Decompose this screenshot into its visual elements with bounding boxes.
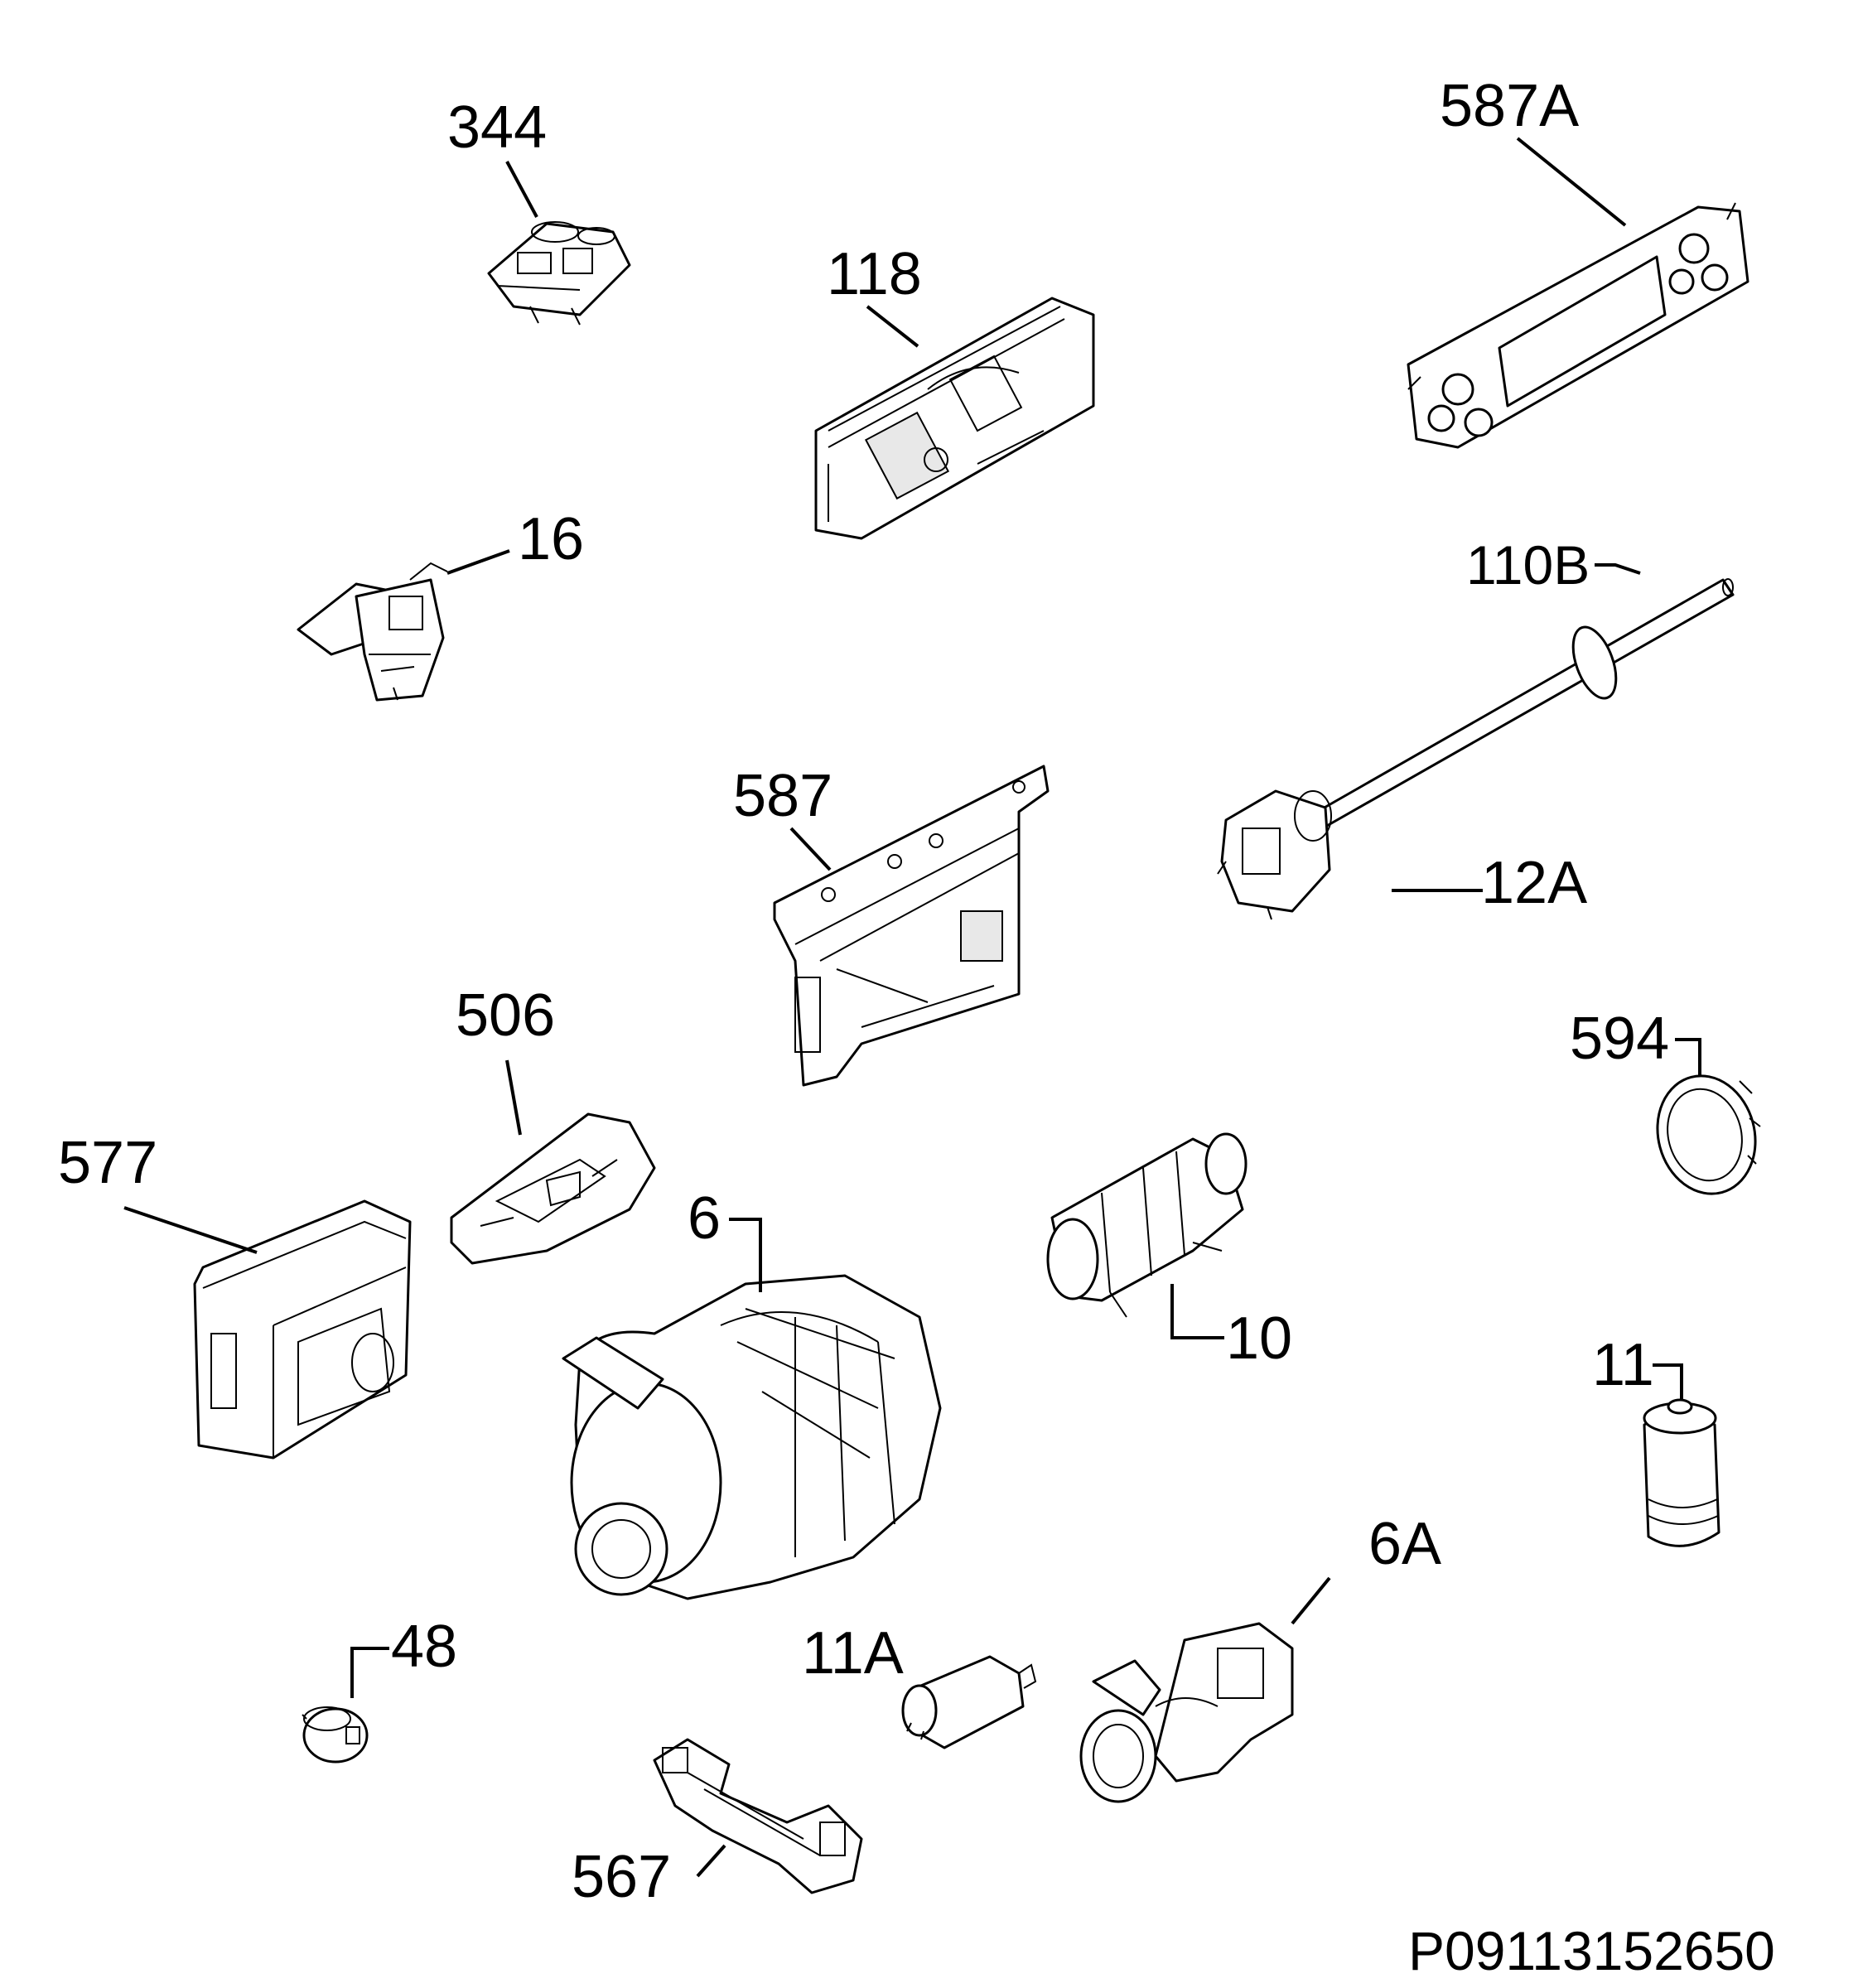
leader-506 [505,1059,522,1136]
callout-16: 16 [518,506,584,572]
callout-344: 344 [447,94,547,161]
part-48[interactable] [302,1706,369,1764]
callout-6A: 6A [1368,1511,1441,1577]
part-10[interactable] [1046,1132,1248,1318]
part-118[interactable] [814,297,1095,540]
part-506[interactable] [450,1112,656,1265]
part-6A[interactable] [1079,1622,1294,1803]
callout-12A: 12A [1481,850,1587,916]
leader-6A [1291,1576,1331,1625]
part-577[interactable] [193,1199,412,1460]
leader-587 [789,827,832,871]
leader-110B [1595,563,1641,575]
leader-16 [446,549,510,575]
callout-118: 118 [827,241,922,307]
part-11A[interactable] [901,1655,1037,1749]
callout-6: 6 [688,1185,721,1252]
callout-11: 11 [1592,1332,1654,1398]
callout-587: 587 [733,763,832,829]
leader-lines [123,137,1701,1878]
callout-594: 594 [1570,1006,1669,1072]
leader-567 [696,1844,726,1878]
leader-594 [1675,1038,1701,1077]
part-594[interactable] [1644,1064,1768,1204]
leader-118 [866,305,919,348]
leader-10 [1170,1284,1224,1339]
part-16[interactable] [297,562,448,702]
callout-10: 10 [1226,1305,1292,1372]
part-587[interactable] [773,765,1050,1087]
callout-506: 506 [456,982,555,1049]
part-567[interactable] [653,1738,863,1894]
leader-587A [1516,137,1627,227]
document-id: P09113152650 [1408,1920,1775,1981]
part-587A[interactable] [1407,202,1749,449]
leader-6 [729,1218,762,1292]
part-11[interactable] [1643,1398,1720,1547]
leader-48 [350,1647,389,1698]
callout-577: 577 [58,1130,157,1196]
leader-344 [505,161,538,218]
callout-567: 567 [572,1844,671,1910]
leader-11 [1653,1363,1683,1400]
callout-labels: 344 118 587A 16 110B 587 12A 506 594 577… [58,73,1669,1910]
callout-587A: 587A [1440,73,1579,139]
part-12A[interactable] [1217,789,1332,920]
leader-577 [123,1206,258,1254]
part-6[interactable] [562,1274,942,1600]
part-344[interactable] [487,221,631,326]
callout-48: 48 [391,1614,457,1680]
callout-11A: 11A [802,1620,904,1686]
part-110B-hose[interactable] [1315,578,1735,828]
callout-110B: 110B [1466,534,1590,596]
